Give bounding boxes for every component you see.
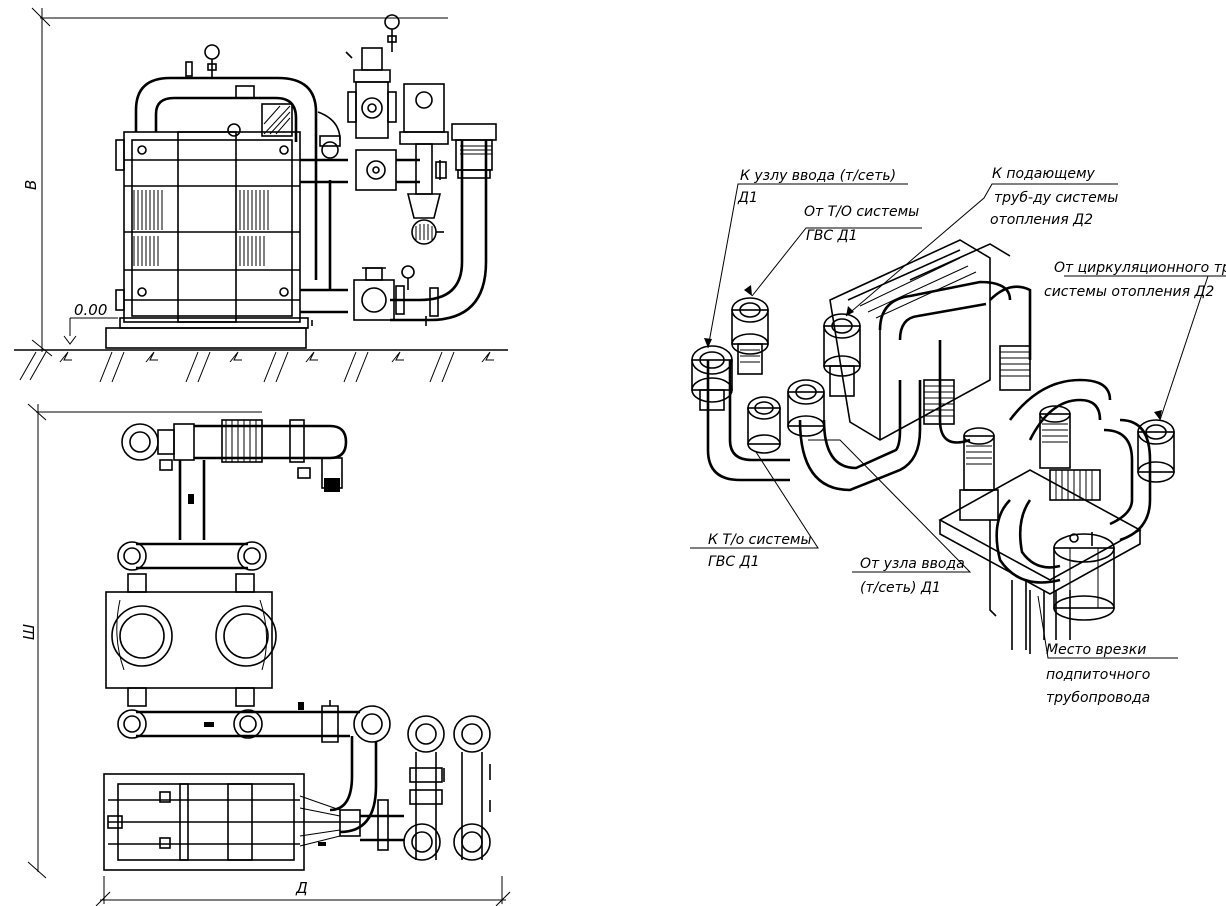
level-mark-value: 0.00 bbox=[74, 301, 107, 319]
callout-heating-supply: К подающему труб-ду системы отопления Д2 bbox=[990, 166, 1118, 228]
callout-heating-circulation-line1: От циркуляционного тр-да bbox=[1054, 260, 1226, 276]
callout-from-input-unit-line2: (т/сеть) Д1 bbox=[860, 580, 941, 596]
length-dimension-label: Д bbox=[295, 879, 308, 897]
iso-plate-packs bbox=[923, 345, 1101, 501]
iso-nozzle-center bbox=[787, 379, 825, 437]
iso-nozzle-heating-circulation bbox=[1137, 419, 1175, 483]
level-mark: 0.00 bbox=[63, 301, 118, 345]
pressure-gauge-top bbox=[384, 14, 400, 52]
pressure-gauge-left bbox=[204, 44, 220, 78]
callout-to-dhw-line2: ГВС Д1 bbox=[708, 554, 759, 570]
callout-makeup-tap: Место врезки подпиточного трубопровода bbox=[1046, 642, 1150, 706]
callout-to-dhw-line1: К Т/о системы bbox=[708, 532, 812, 548]
top-u-pipe bbox=[134, 76, 318, 142]
plan-heat-exchanger bbox=[103, 773, 491, 871]
callout-from-dhw-line1: От Т/О системы bbox=[804, 204, 919, 220]
front-pipework-right bbox=[300, 47, 497, 326]
ground-hatching bbox=[14, 349, 508, 383]
iso-nozzle-to-dhw bbox=[747, 396, 781, 454]
plate-heat-exchanger-front bbox=[115, 131, 301, 323]
callout-makeup-tap-line1: Место врезки bbox=[1046, 642, 1146, 658]
iso-pump-left bbox=[959, 427, 999, 521]
iso-nozzle-to-input-unit bbox=[691, 345, 733, 411]
iso-support-legs bbox=[989, 520, 1071, 654]
iso-makeup-tank bbox=[1053, 532, 1115, 621]
iso-heat-exchanger-frame bbox=[829, 239, 1142, 595]
callout-heating-supply-line2: труб-ду системы bbox=[994, 190, 1118, 206]
iso-nozzle-from-dhw bbox=[731, 297, 769, 375]
plan-lower-manifold bbox=[117, 700, 491, 860]
callout-makeup-tap-line3: трубопровода bbox=[1046, 690, 1150, 706]
callout-to-input-unit-line2: Д1 bbox=[737, 190, 758, 206]
callout-from-dhw: От Т/О системы ГВС Д1 bbox=[804, 204, 919, 244]
plan-top-manifold bbox=[121, 419, 348, 540]
isometric-view: К узлу ввода (т/сеть) Д1 От Т/О системы … bbox=[690, 166, 1226, 706]
callout-makeup-tap-line2: подпиточного bbox=[1046, 667, 1150, 683]
callout-heating-supply-line1: К подающему bbox=[992, 166, 1096, 182]
callout-heating-supply-line3: отопления Д2 bbox=[990, 212, 1093, 228]
plan-view: Ш Д bbox=[20, 403, 511, 906]
callout-from-input-unit: От узла ввода (т/сеть) Д1 bbox=[860, 556, 965, 596]
plan-middle-manifold bbox=[105, 541, 277, 707]
width-dimension-label: Ш bbox=[20, 624, 38, 640]
callout-to-input-unit: К узлу ввода (т/сеть) Д1 bbox=[737, 168, 896, 206]
callout-to-input-unit-line1: К узлу ввода (т/сеть) bbox=[740, 168, 896, 184]
iso-nozzle-heating-supply bbox=[823, 313, 861, 397]
front-elevation-view: В 0.00 bbox=[14, 7, 508, 383]
callout-from-dhw-line2: ГВС Д1 bbox=[806, 228, 857, 244]
callout-heating-circulation-line2: системы отопления Д2 bbox=[1044, 284, 1214, 300]
callout-heating-circulation: От циркуляционного тр-да системы отоплен… bbox=[1044, 260, 1226, 300]
callout-to-dhw: К Т/о системы ГВС Д1 bbox=[708, 532, 812, 570]
height-dimension-label: В bbox=[22, 180, 40, 190]
iso-pump-right bbox=[1039, 405, 1071, 469]
callout-from-input-unit-line1: От узла ввода bbox=[860, 556, 965, 572]
leader-lines bbox=[690, 183, 1226, 659]
